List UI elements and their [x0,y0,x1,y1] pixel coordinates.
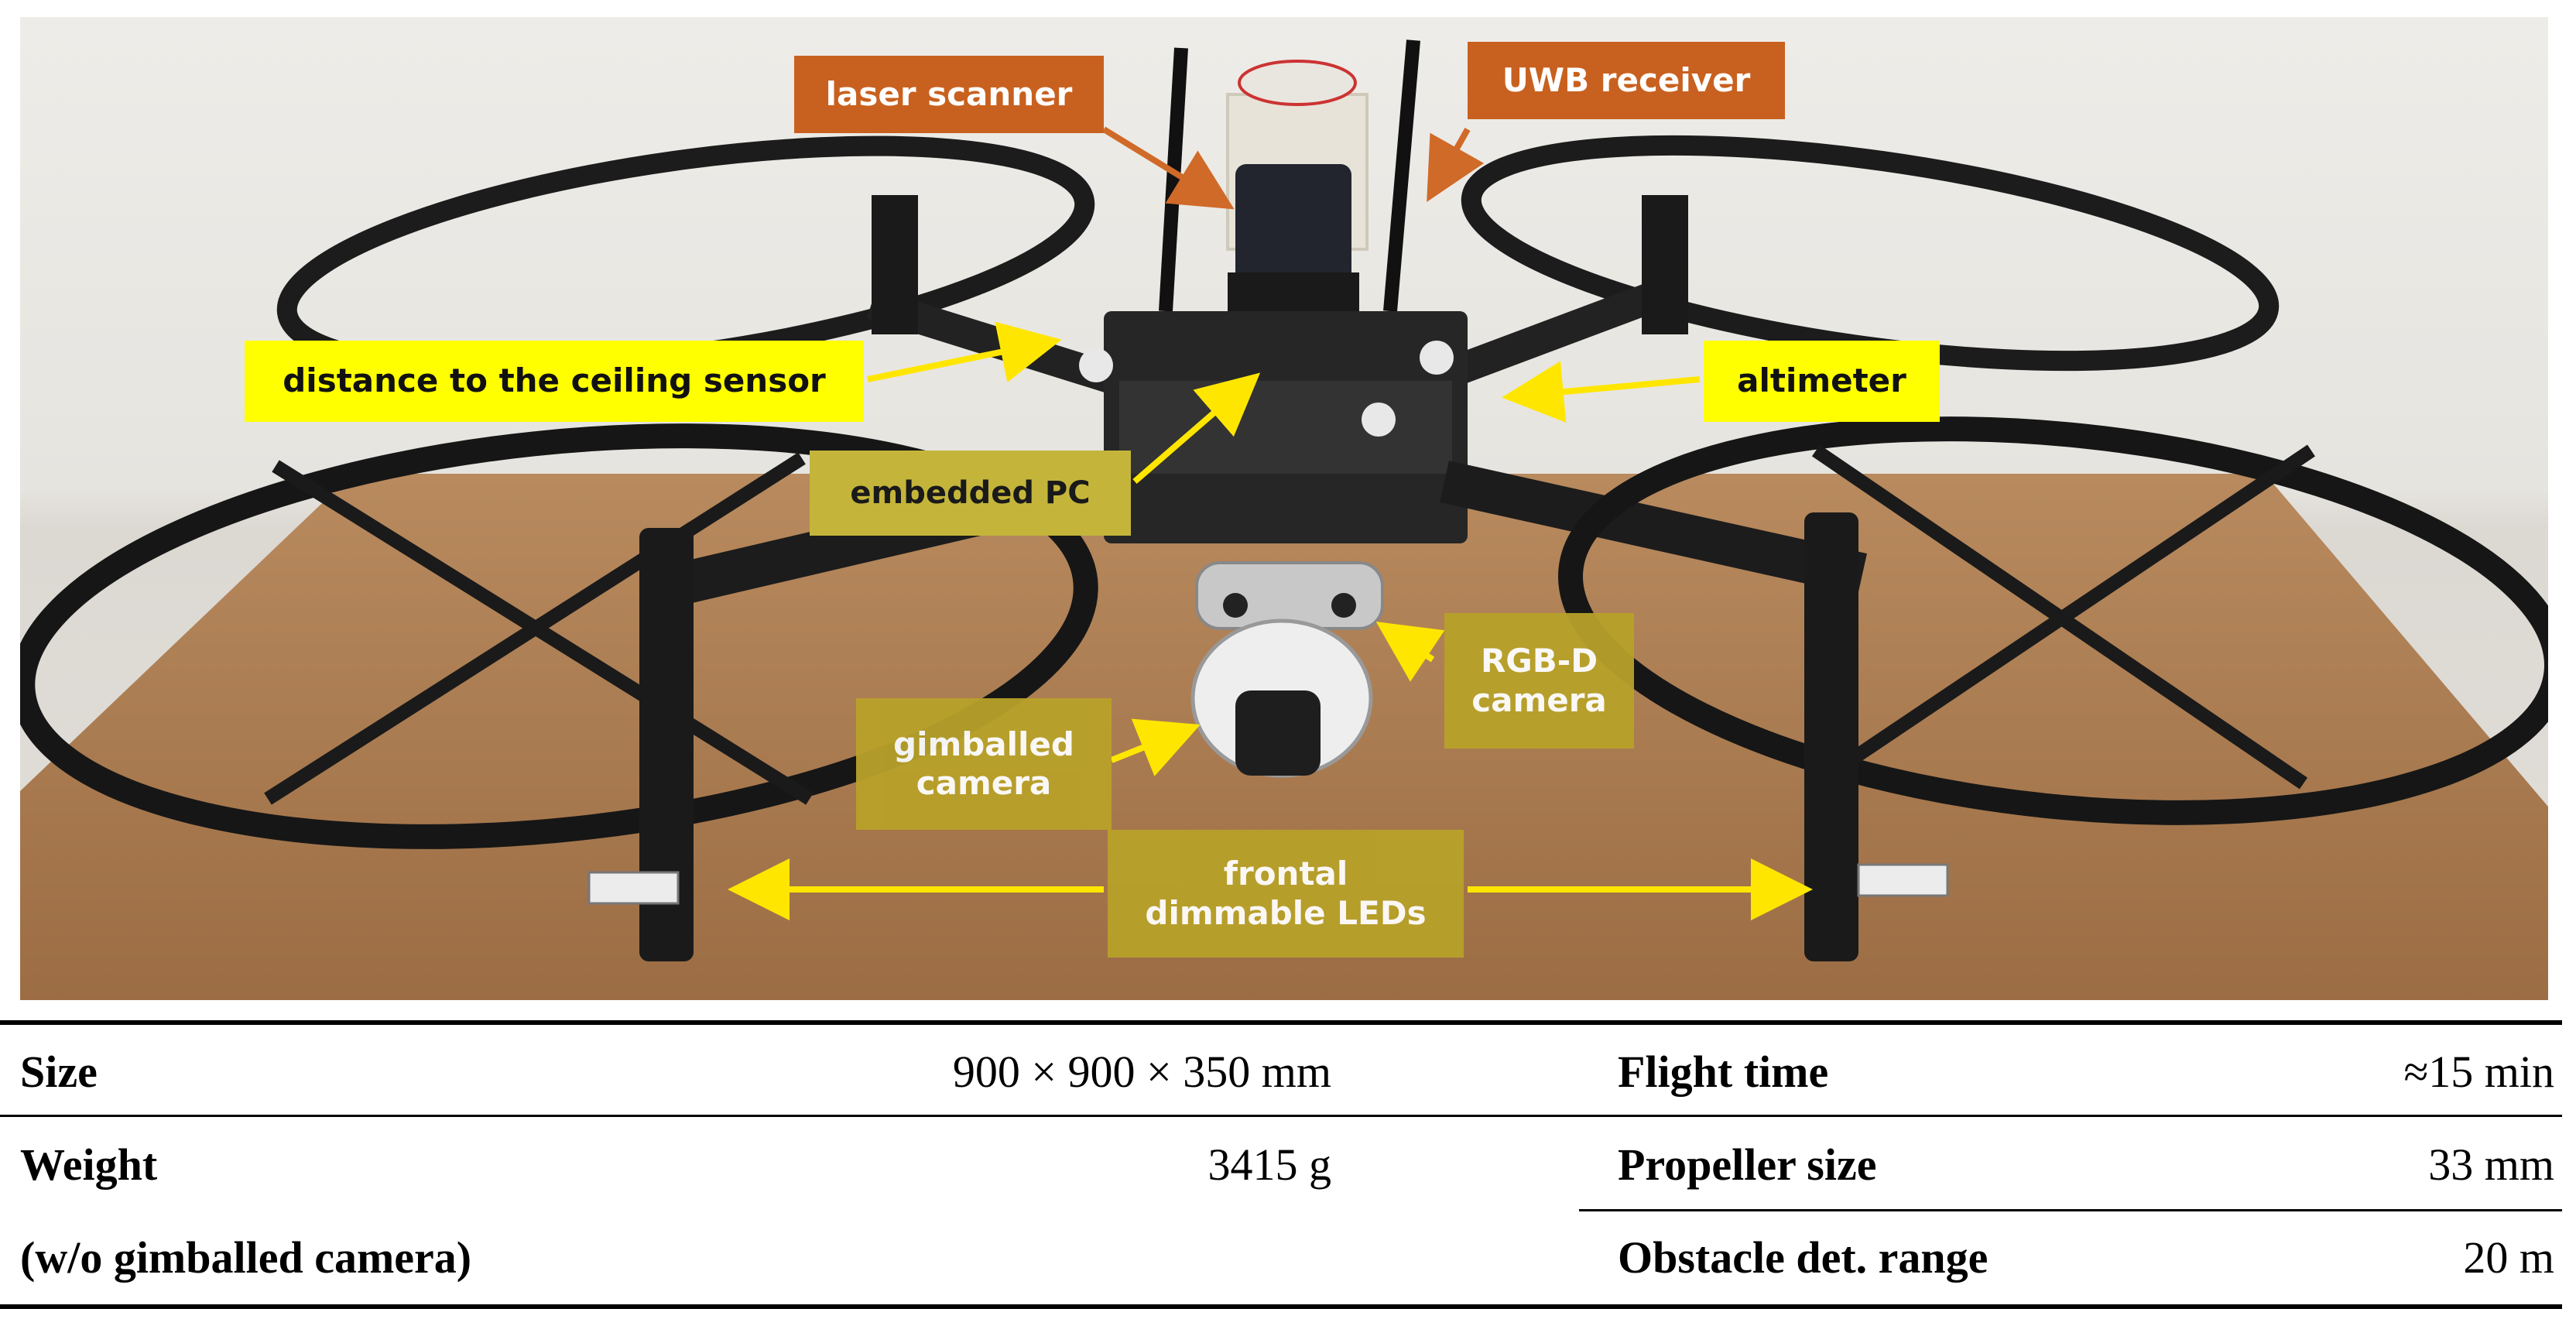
arrow-rgbd-camera [1375,622,1445,682]
callout-rgbd-camera: RGB-D camera [1444,613,1634,749]
arrow-uwb-receiver [1427,128,1485,202]
callout-rgbd-camera-line2: camera [1471,680,1607,719]
spec-weight-note: (w/o gimballed camera) [20,1232,472,1283]
callout-rgbd-camera-line1: RGB-D [1480,642,1598,680]
arrow-altimeter [1502,361,1701,423]
arrow-laser-scanner [1101,126,1235,210]
callout-gimballed-camera-line1: gimballed [893,725,1074,763]
spec-size-value: 900 × 900 × 350 mm [952,1047,1331,1097]
callout-gimballed-camera: gimballed camera [856,698,1112,830]
callout-embedded-pc-text: embedded PC [850,475,1091,511]
callout-ceiling-sensor-text: distance to the ceiling sensor [283,361,826,400]
callout-uwb-receiver: UWB receiver [1468,42,1785,119]
spec-obstacle-range-value: 20 m [2463,1232,2554,1283]
table-row1-rule [0,1115,2562,1117]
callout-uwb-receiver-text: UWB receiver [1502,60,1751,99]
drone-illustration [20,39,2548,1000]
spec-flight-time-value: ≈15 min [2403,1047,2554,1097]
spec-flight-time-label: Flight time [1618,1047,1829,1097]
arrow-embedded-pc [1132,372,1261,485]
callout-frontal-leds-line2: dimmable LEDs [1145,893,1427,932]
table-row2-right-rule [1579,1209,2562,1211]
callout-ceiling-sensor: distance to the ceiling sensor [245,341,864,422]
table-top-rule [0,1020,2562,1025]
spec-propeller-size-value: 33 mm [2428,1139,2554,1190]
spec-table: Size 900 × 900 × 350 mm Weight 3415 g (w… [0,1006,2576,1326]
drone-photo: laser scanner UWB receiver distance to t… [20,17,2548,1000]
arrow-gimballed-camera [1110,718,1201,776]
spec-obstacle-range-label: Obstacle det. range [1618,1232,1989,1283]
callout-laser-scanner: laser scanner [794,56,1104,133]
spec-size-label: Size [20,1047,98,1097]
callout-laser-scanner-text: laser scanner [825,74,1073,113]
table-bottom-rule [0,1304,2562,1309]
spec-weight-value: 3415 g [1208,1139,1332,1190]
spec-weight-label: Weight [20,1139,158,1190]
callout-altimeter: altimeter [1704,341,1940,422]
spec-propeller-size-label: Propeller size [1618,1139,1877,1190]
callout-gimballed-camera-line2: camera [916,764,1052,802]
arrow-ceiling-sensor [867,321,1062,382]
callout-frontal-leds-line1: frontal [1223,855,1348,893]
callout-embedded-pc: embedded PC [810,451,1131,536]
callout-frontal-leds: frontal dimmable LEDs [1108,830,1464,958]
callout-altimeter-text: altimeter [1737,361,1906,400]
